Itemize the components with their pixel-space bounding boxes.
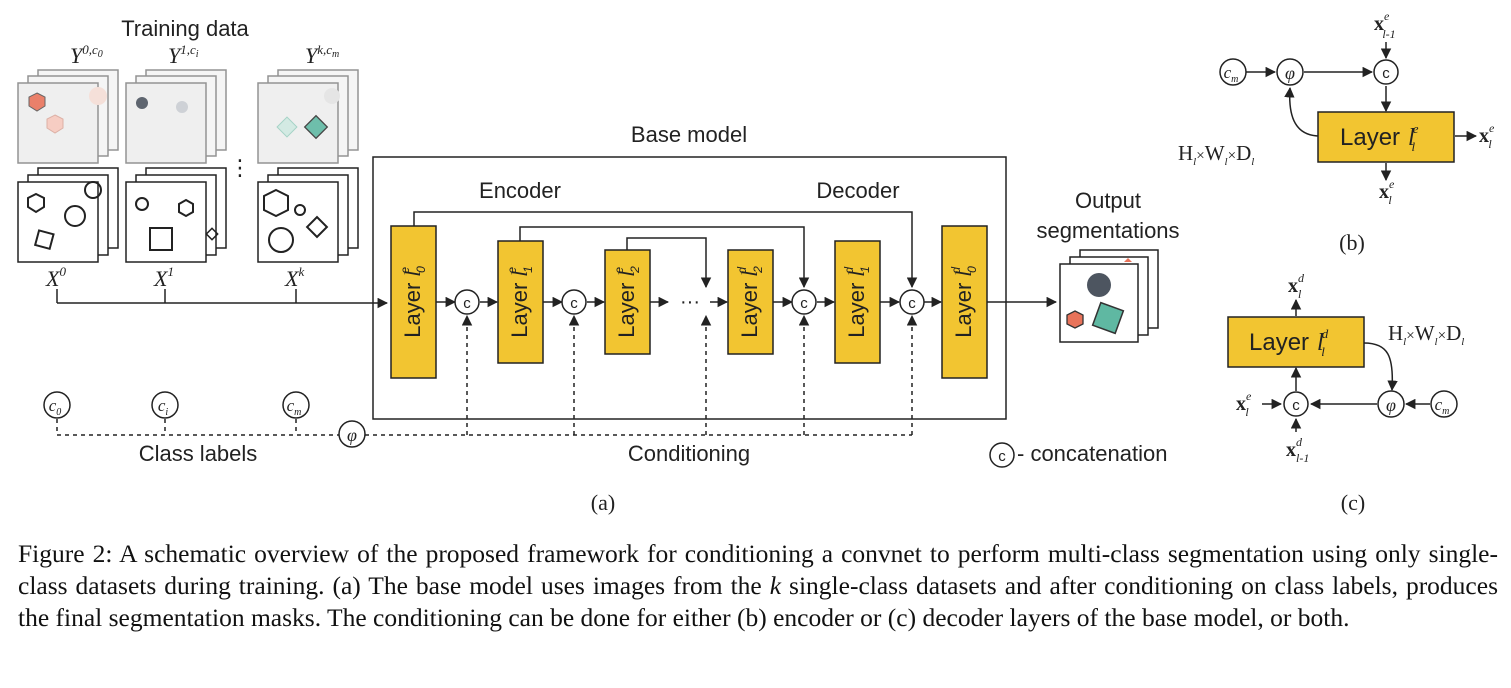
x-label-0: X0 [45, 264, 66, 291]
image-stack-k [257, 167, 359, 263]
x-label-1: X1 [153, 264, 174, 291]
decoder-label: Decoder [816, 178, 899, 203]
concat-node: c [454, 289, 480, 315]
mask-stack-1 [125, 69, 227, 164]
dims-label: Hl×Wl×Dl [1388, 321, 1464, 348]
concat-node: c [1283, 391, 1309, 417]
phi-node: φ [1276, 58, 1304, 86]
svg-text:cm: cm [1435, 395, 1450, 417]
output-label-line2: segmentations [1036, 218, 1179, 243]
base-model-box [372, 156, 1007, 420]
svg-text:φ: φ [1285, 63, 1295, 83]
image-stack-1 [125, 167, 227, 263]
caption-suffix: single-class datasets and after conditio… [18, 571, 1498, 632]
image-stack-0 [17, 167, 119, 263]
panel-c-label: (c) [1341, 490, 1365, 515]
hexagon-mask-shape [28, 92, 46, 112]
x-label-k: Xk [284, 264, 304, 291]
mask-stack-0 [17, 69, 119, 164]
y-label-0: Y0,c0 [70, 42, 103, 68]
concat-node: c [1373, 59, 1399, 85]
svg-text:cm: cm [1224, 63, 1239, 85]
svg-text:c: c [908, 295, 916, 312]
mask-stack-k [257, 69, 359, 164]
y-label-1: Y1,ci [168, 42, 199, 68]
svg-text:c: c [1382, 65, 1390, 82]
output-label-line1: Output [1075, 188, 1141, 213]
flow-ellipsis: ··· [680, 291, 700, 313]
svg-text:c: c [800, 295, 808, 312]
panel-a-label: (a) [591, 490, 615, 515]
concat-node: c [791, 289, 817, 315]
svg-text:φ: φ [347, 425, 357, 445]
caption-k: k [769, 571, 782, 600]
y-label-k: Yk,cm [305, 42, 339, 68]
conditioning-text: Conditioning [628, 441, 750, 466]
svg-text:c: c [1292, 397, 1300, 414]
class-label-ci: ci [151, 391, 179, 419]
svg-text:ci: ci [158, 396, 169, 418]
base-model-label: Base model [631, 122, 747, 147]
encoder-label: Encoder [479, 178, 561, 203]
panel-a: Training data Y0,c0 Y1,ci Yk,cm [17, 16, 1180, 515]
svg-text:c: c [570, 295, 578, 312]
figure-caption: Figure 2: A schematic overview of the pr… [18, 538, 1498, 634]
input-bus [56, 289, 389, 309]
dims-label: Hl×Wl×Dl [1178, 141, 1254, 168]
panel-b-label: (b) [1339, 230, 1365, 255]
svg-text:c: c [998, 448, 1006, 465]
conditioning-lines [56, 314, 918, 436]
class-labels-text: Class labels [139, 441, 258, 466]
output-segmentation-stack [1059, 249, 1159, 343]
skip-connections [413, 211, 918, 289]
svg-text:c: c [463, 295, 471, 312]
concat-node: c [561, 289, 587, 315]
concat-node: c [899, 289, 925, 315]
phi-node: φ [338, 420, 366, 448]
class-label-cm: cm [1430, 390, 1458, 418]
caption-prefix: Figure 2: A schematic overview of the pr… [18, 539, 1498, 600]
class-label-cm: cm [1219, 58, 1247, 86]
svg-text:- concatenation: - concatenation [1017, 441, 1167, 466]
class-label-c0: c0 [43, 391, 71, 419]
svg-text:φ: φ [1386, 395, 1396, 415]
phi-node: φ [1377, 390, 1405, 418]
svg-text:cm: cm [287, 396, 302, 418]
class-label-cm: cm [282, 391, 310, 419]
training-data-label: Training data [121, 16, 249, 41]
concat-legend: c - concatenation [989, 441, 1167, 468]
stack-ellipsis: ⋮ [229, 155, 251, 180]
svg-text:c0: c0 [49, 396, 62, 418]
figure-2-diagram: Training data Y0,c0 Y1,ci Yk,cm [17, 9, 1495, 515]
